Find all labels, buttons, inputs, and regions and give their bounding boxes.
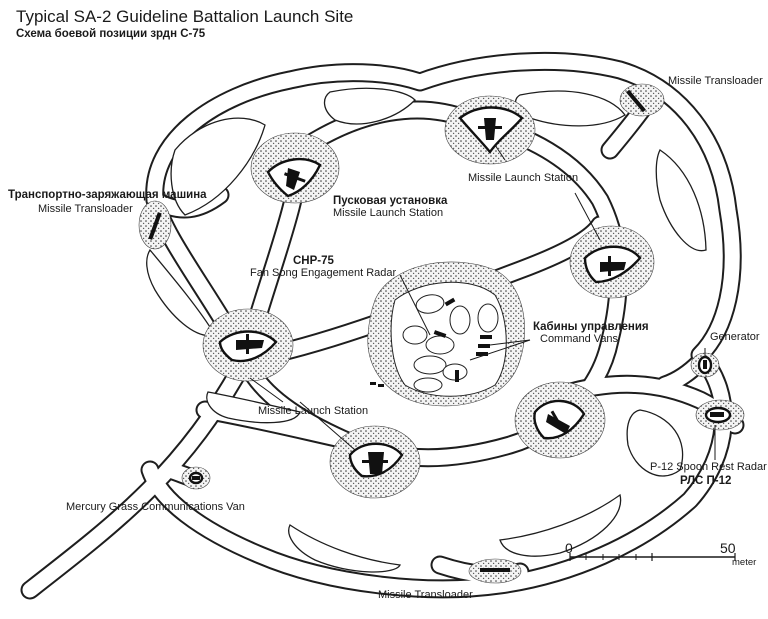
label-spoon-rest-en: P-12 Spoon Rest Radar <box>650 461 767 473</box>
launch-station-south <box>329 425 421 499</box>
launch-station-se <box>514 381 606 459</box>
spoon-rest-pad <box>695 399 745 431</box>
label-radar-en: Fan Song Engagement Radar <box>250 267 396 279</box>
diagram-title: Typical SA-2 Guideline Battalion Launch … <box>16 7 353 26</box>
label-mercury-grass: Mercury Grass Communications Van <box>66 501 245 513</box>
label-transloader-w-ru: Транспортно-заряжающая машина <box>8 189 207 201</box>
diagram-subtitle: Схема боевой позиции зрдн С-75 <box>16 28 206 40</box>
grass-islands <box>146 87 707 573</box>
launch-station-nw <box>250 132 340 204</box>
launch-station-west <box>202 308 294 382</box>
launch-station-east <box>569 225 655 299</box>
labels: Typical SA-2 Guideline Battalion Launch … <box>8 7 767 601</box>
label-vans-en: Command Vans <box>540 333 619 345</box>
launch-stations <box>202 95 655 499</box>
transloaders <box>138 83 665 584</box>
radar-command-area <box>367 261 525 407</box>
label-spoon-rest-ru: РЛС П-12 <box>680 475 731 487</box>
transloader-ne <box>619 83 665 117</box>
scale-bar: 0 50 meter <box>565 540 756 568</box>
launch-station-north <box>444 95 536 165</box>
transloader-s <box>468 558 522 584</box>
label-launch-station-n: Missile Launch Station <box>468 172 578 184</box>
mercury-grass-pad <box>181 466 211 490</box>
label-radar-ru: СНР-75 <box>293 255 335 267</box>
transloader-w <box>138 200 172 250</box>
label-generator: Generator <box>710 331 760 343</box>
label-launch-station-sw: Missile Launch Station <box>258 405 368 417</box>
label-transloader-ne: Missile Transloader <box>668 75 763 87</box>
leader-lines <box>249 144 716 460</box>
scale-start-label: 0 <box>565 540 573 556</box>
generator-pad <box>690 352 720 378</box>
scale-end-label: 50 <box>720 540 736 556</box>
label-launcher-ru: Пусковая установка <box>333 195 448 207</box>
label-launcher-en: Missile Launch Station <box>333 207 443 219</box>
label-transloader-s: Missile Transloader <box>378 589 473 601</box>
label-vans-ru: Кабины управления <box>533 321 649 333</box>
label-transloader-w-en: Missile Transloader <box>38 203 133 215</box>
support-equipment <box>181 352 745 490</box>
scale-unit-label: meter <box>732 557 756 568</box>
